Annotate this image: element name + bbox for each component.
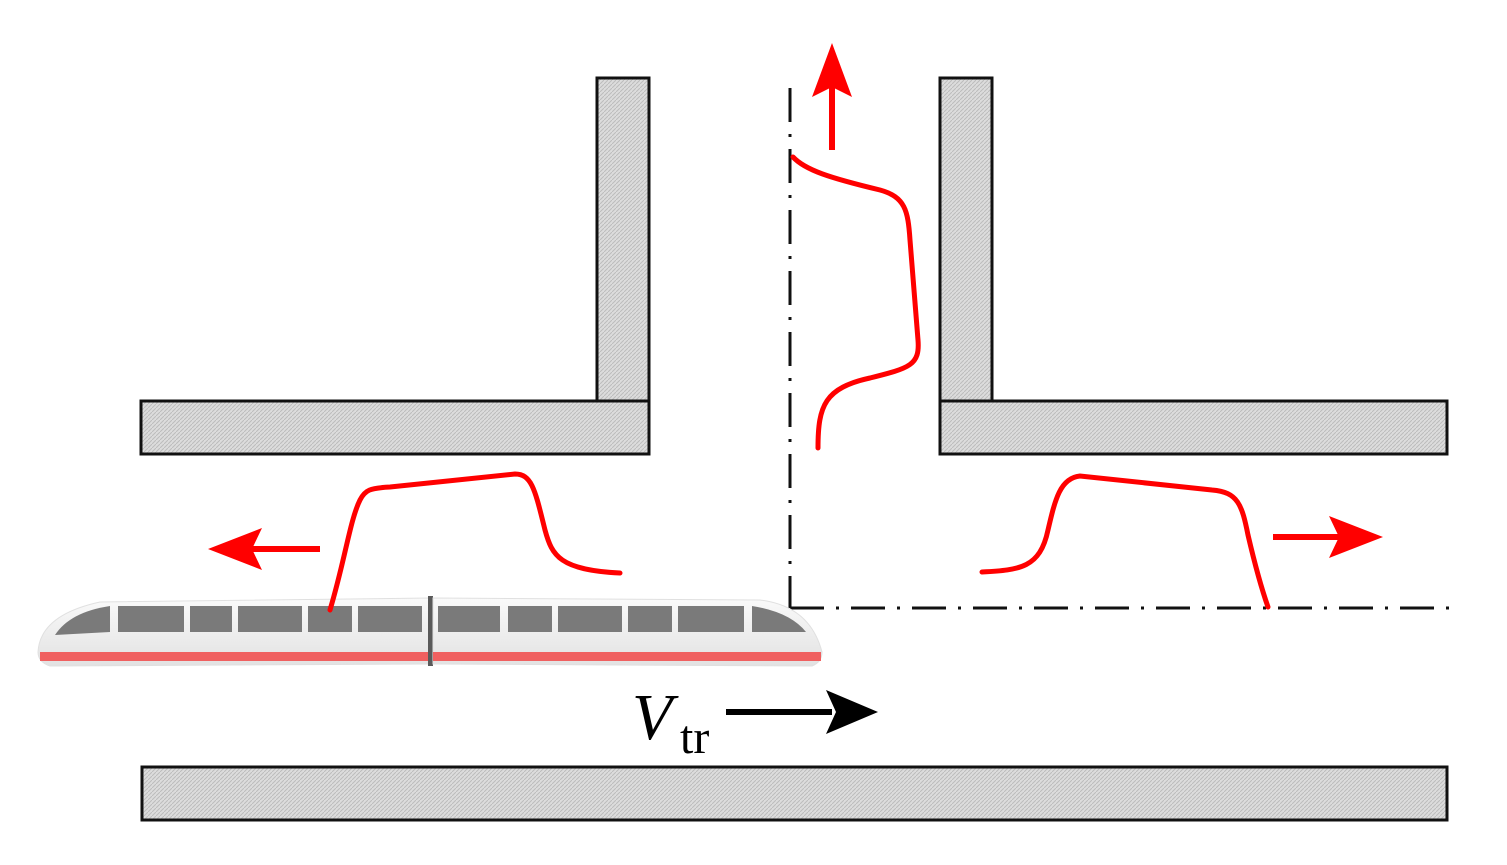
velocity-subscript: tr — [680, 711, 709, 764]
train-car-rear — [37, 597, 431, 667]
train-direction-arrow — [726, 690, 878, 734]
left-flow-arrow — [208, 528, 320, 570]
shaft-velocity-profile — [790, 154, 921, 451]
train-car-front — [432, 597, 823, 667]
left-upper-horizontal-wall — [139, 399, 651, 456]
train-coupling — [428, 596, 433, 666]
right-tunnel-velocity-profile — [979, 473, 1271, 610]
shaft-flow-arrow — [812, 43, 852, 150]
train-velocity-annotation: V tr — [632, 681, 878, 764]
bottom-tunnel-wall — [140, 765, 1449, 822]
right-upper-horizontal-wall — [938, 399, 1449, 456]
left-tunnel-velocity-profile — [327, 471, 623, 613]
right-flow-arrow — [1273, 516, 1383, 558]
centerlines — [788, 88, 1450, 610]
train — [37, 596, 823, 667]
flow-arrows — [208, 43, 1383, 570]
velocity-symbol: V — [632, 681, 679, 754]
right-shaft-wall — [938, 76, 994, 403]
tunnel-walls — [139, 76, 1449, 822]
left-shaft-wall — [595, 76, 651, 403]
flow-profiles — [327, 154, 1271, 613]
